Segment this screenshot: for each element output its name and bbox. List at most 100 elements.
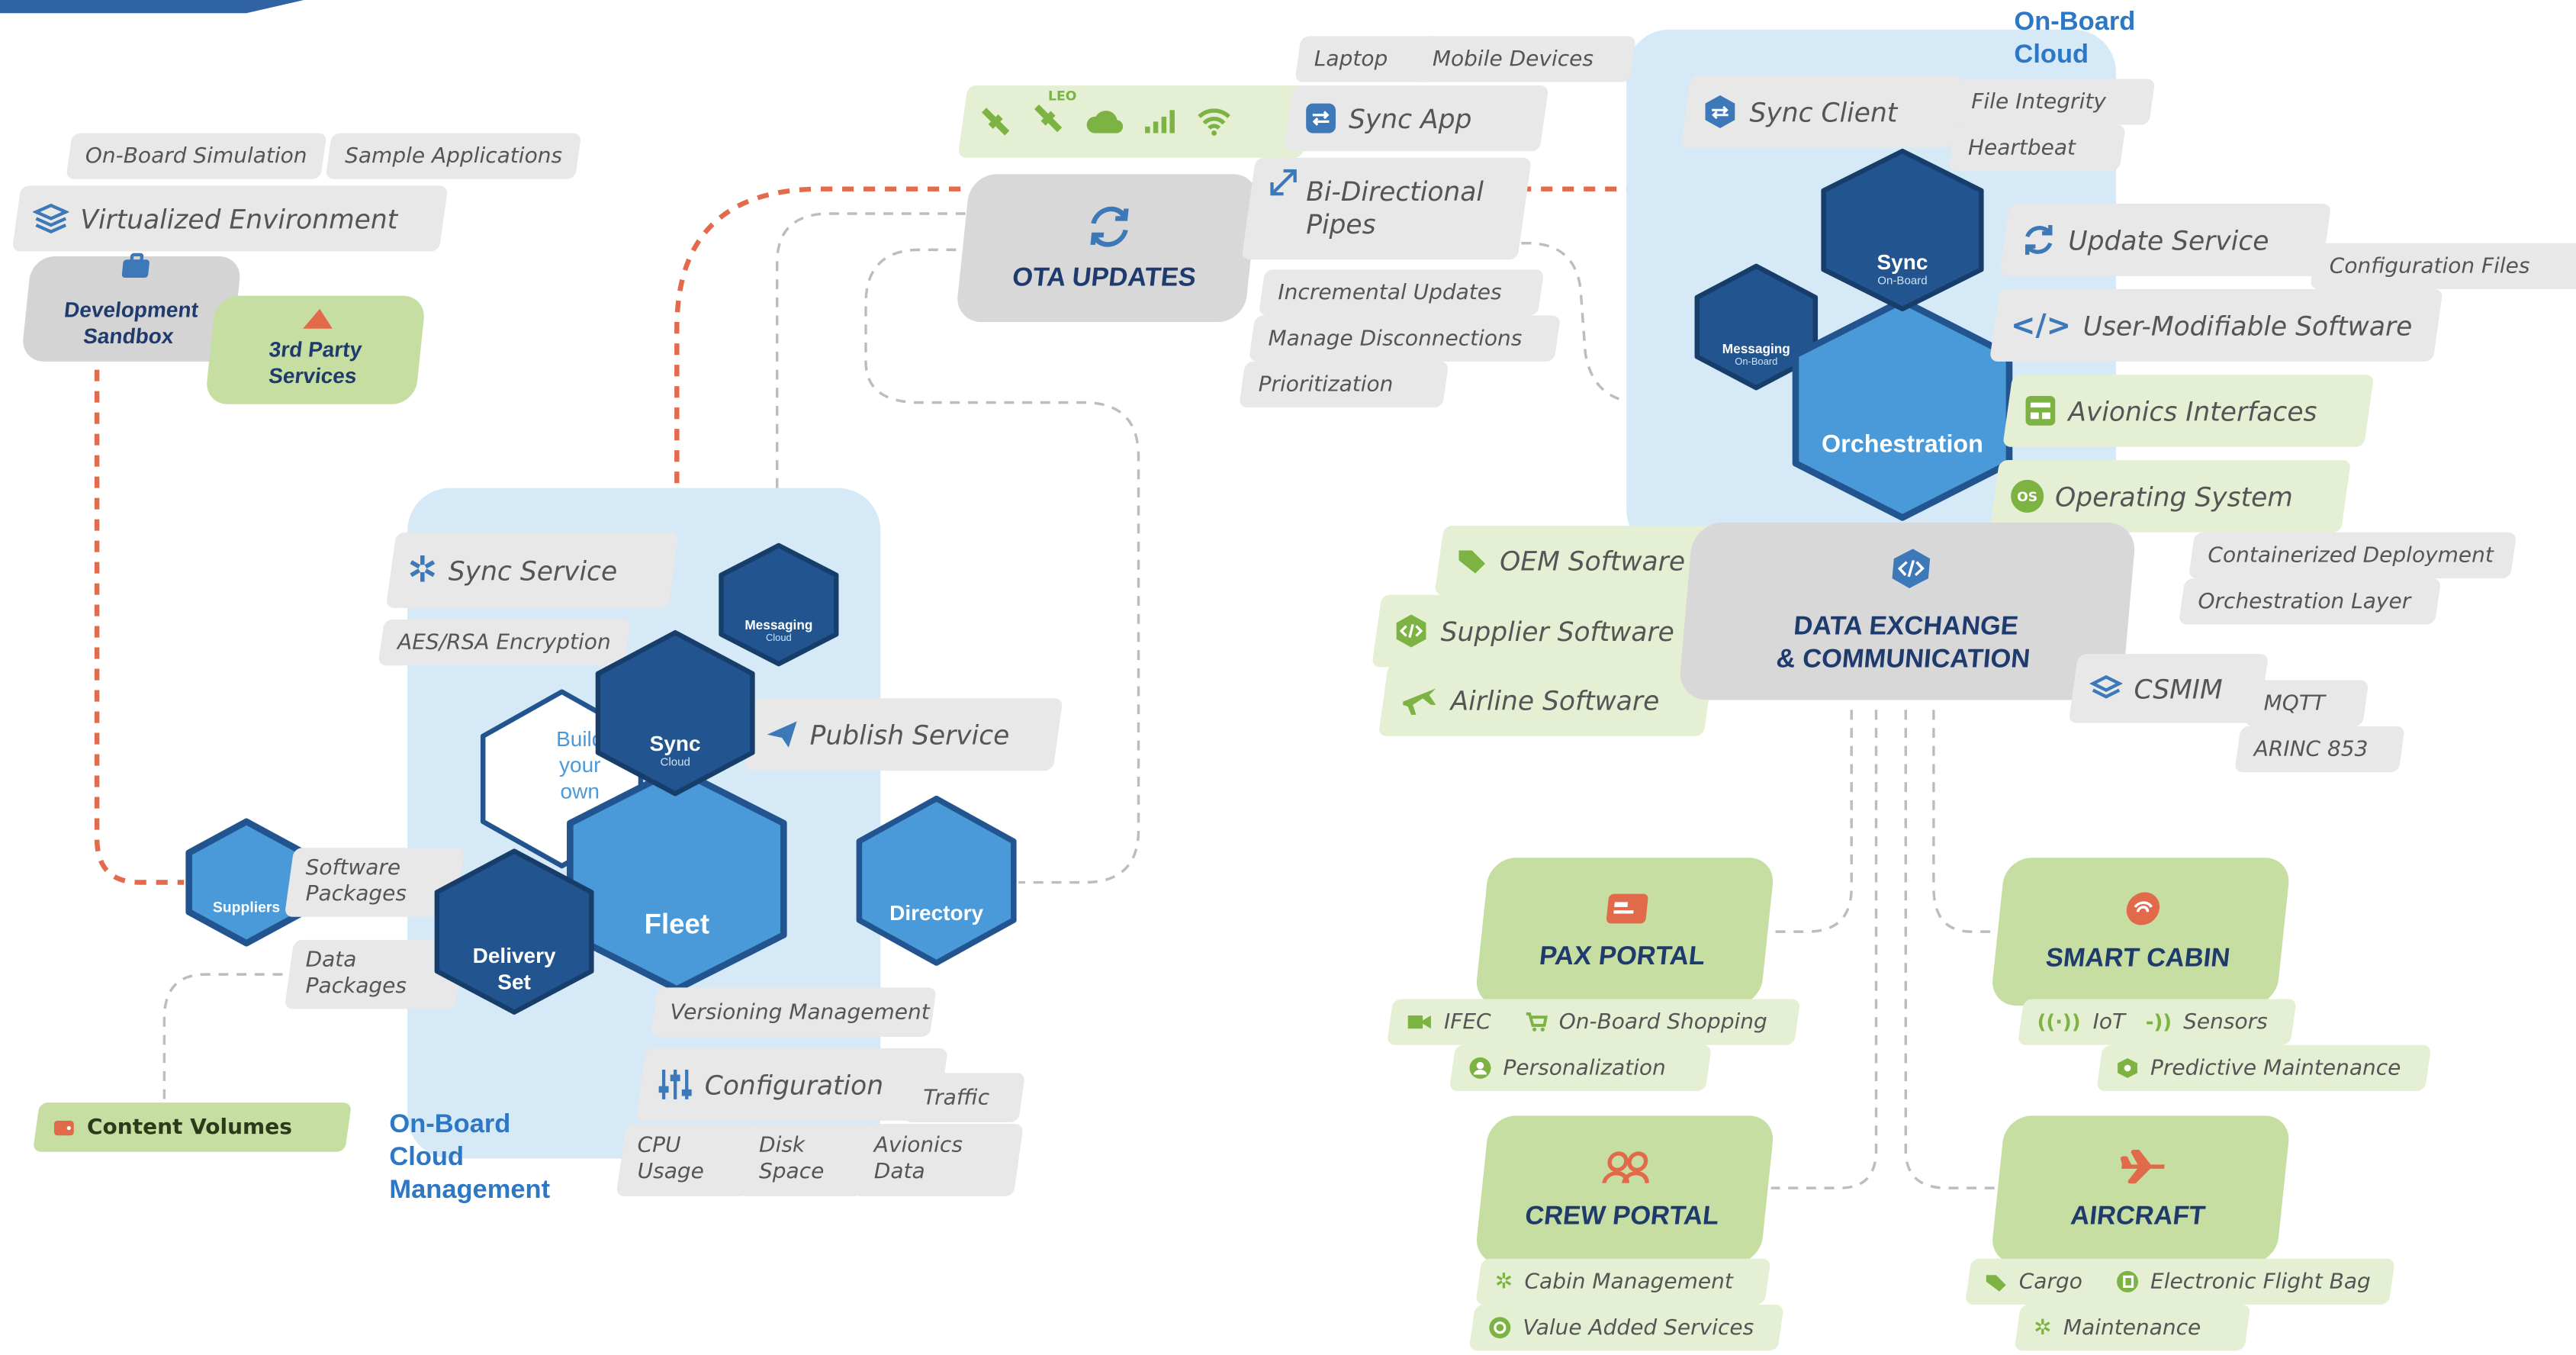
circle-icon (1488, 1316, 1511, 1339)
on-board-cloud-title: On-Board Cloud (2014, 8, 2136, 69)
avionics-interfaces-tag: Avionics Interfaces (2002, 375, 2375, 447)
personalization-tag: Personalization (1449, 1044, 1713, 1092)
cart-icon (1525, 1012, 1548, 1032)
sync-app-tag: Sync App (1283, 85, 1549, 152)
signal-icon (1145, 110, 1175, 134)
gear-icon: ✲ (407, 549, 438, 591)
containerized-deployment-tag: Containerized Deployment (2188, 532, 2517, 579)
satellite-icons: LEO (979, 89, 1233, 142)
ifec-icon (1407, 1012, 1433, 1032)
connectivity-tag: LEO (957, 85, 1314, 158)
virtualized-environment-tag: Virtualized Environment (11, 185, 449, 252)
pax-portal-card: PAX PORTAL (1474, 858, 1776, 1006)
sensors-tag: -))Sensors (2125, 999, 2297, 1045)
layers-icon (2089, 674, 2123, 703)
user-modifiable-software-tag: </>User-Modifiable Software (1989, 289, 2443, 362)
hex-icon (2116, 1057, 2139, 1080)
sync-app-icon (1304, 102, 1337, 135)
airplane-icon (2116, 1147, 2170, 1192)
leo-label: LEO (1048, 89, 1077, 104)
crew-portal-card: CREW PORTAL (1474, 1115, 1776, 1264)
orchestration-layer-tag: Orchestration Layer (2178, 578, 2442, 625)
development-sandbox-card: Development Sandbox (21, 253, 243, 362)
directory-hub: Directory (853, 795, 1021, 966)
ticket-icon (1603, 891, 1651, 932)
expand-arrows-icon (1269, 168, 1298, 198)
paper-plane-icon (766, 719, 799, 749)
wifi-icon (1198, 108, 1230, 136)
refresh-icon (1080, 203, 1138, 257)
bi-directional-pipes-tag: Bi-Directional Pipes (1241, 157, 1532, 260)
crew-icon (1600, 1147, 1654, 1192)
orchestration-hub: Orchestration (1787, 296, 2018, 523)
maintenance-tag: ✲Maintenance (2014, 1305, 2251, 1351)
publish-service-tag: Publish Service (744, 698, 1063, 771)
update-service-tag: Update Service (1999, 204, 2332, 276)
mobile-devices-tag: Mobile Devices (1413, 36, 1637, 82)
sliders-icon (657, 1067, 693, 1102)
messaging-on-board-hub: Messaging On-Board (1692, 263, 1820, 391)
on-board-shopping-tag: On-Board Shopping (1504, 999, 1801, 1045)
on-board-simulation-tag: On-Board Simulation (66, 133, 327, 179)
traffic-tag: Traffic (903, 1073, 1026, 1122)
airline-software-tag: Airline Software (1378, 664, 1714, 736)
code-icon: </> (2011, 307, 2072, 343)
oem-software-tag: OEM Software (1434, 526, 1727, 595)
content-volumes-tag: Content Volumes (32, 1102, 352, 1152)
code-hex-icon (1885, 546, 1936, 601)
predictive-maintenance-tag: Predictive Maintenance (2096, 1044, 2432, 1092)
cargo-tag: Cargo (1964, 1258, 2120, 1305)
csmim-tag: CSMIM (2068, 654, 2269, 723)
data-exchange-card: DATA EXCHANGE & COMMUNICATION (1677, 522, 2137, 700)
file-integrity-tag: File Integrity (1951, 79, 2156, 125)
incremental-updates-tag: Incremental Updates (1258, 269, 1545, 316)
briefcase-icon (117, 253, 154, 286)
aircraft-card: AIRCRAFT (1989, 1115, 2291, 1264)
suppliers-hub: Suppliers (184, 818, 309, 947)
versioning-management-tag: Versioning Management (650, 987, 937, 1037)
user-icon (1468, 1057, 1491, 1080)
cloud-icon (1086, 111, 1124, 134)
supplier-software-tag: Supplier Software (1372, 594, 1714, 668)
code-hex-icon (1393, 613, 1429, 649)
sync-service-tag: ✲Sync Service (385, 532, 679, 608)
cpu-usage-tag: CPU Usage (616, 1124, 758, 1196)
third-party-services-card: 3rd Party Services (204, 295, 426, 404)
smart-cabin-icon (2122, 890, 2163, 934)
airplane-icon (1400, 682, 1439, 718)
interface-icon (2024, 394, 2057, 427)
sensor-icon: -)) (2145, 1010, 2172, 1034)
sync-client-tag: Sync Client (1680, 76, 1963, 148)
avionics-data-tag: Avionics Data (852, 1124, 1024, 1196)
value-added-services-tag: Value Added Services (1468, 1305, 1784, 1351)
messaging-cloud-hub: Messaging Cloud (716, 542, 841, 668)
tag-icon (1985, 1270, 2008, 1293)
os-icon: OS (2011, 479, 2044, 513)
configuration-tag: Configuration (635, 1048, 948, 1121)
tag-icon (1455, 544, 1488, 577)
delivery-set-hub: Delivery Set (430, 848, 598, 1015)
gear-icon: ✲ (1494, 1269, 1513, 1295)
sync-on-board-hub: Sync On-Board (1817, 148, 1988, 312)
disk-space-tag: Disk Space (737, 1124, 873, 1196)
gear-icon: ✲ (2034, 1315, 2052, 1341)
sync-cloud-hub: Sync Cloud (591, 629, 759, 797)
prioritization-tag: Prioritization (1238, 361, 1449, 408)
electronic-flight-bag-tag: Electronic Flight Bag (2096, 1258, 2396, 1305)
triangle-icon (301, 307, 336, 337)
cabin-management-tag: ✲Cabin Management (1475, 1258, 1771, 1305)
mqtt-tag: MQTT (2244, 680, 2369, 726)
drive-icon (53, 1118, 76, 1137)
manage-disconnections-tag: Manage Disconnections (1248, 315, 1561, 362)
cloud-management-title: On-Board Cloud Management (389, 1110, 551, 1205)
efb-icon (2116, 1270, 2139, 1293)
sync-client-icon (1702, 94, 1738, 130)
refresh-icon (2021, 222, 2057, 258)
configuration-files-tag: Configuration Files (2310, 243, 2576, 290)
sample-applications-tag: Sample Applications (325, 133, 582, 179)
ota-updates-card: OTA UPDATES (954, 174, 1260, 323)
arinc-853-tag: ARINC 853 (2234, 726, 2405, 773)
